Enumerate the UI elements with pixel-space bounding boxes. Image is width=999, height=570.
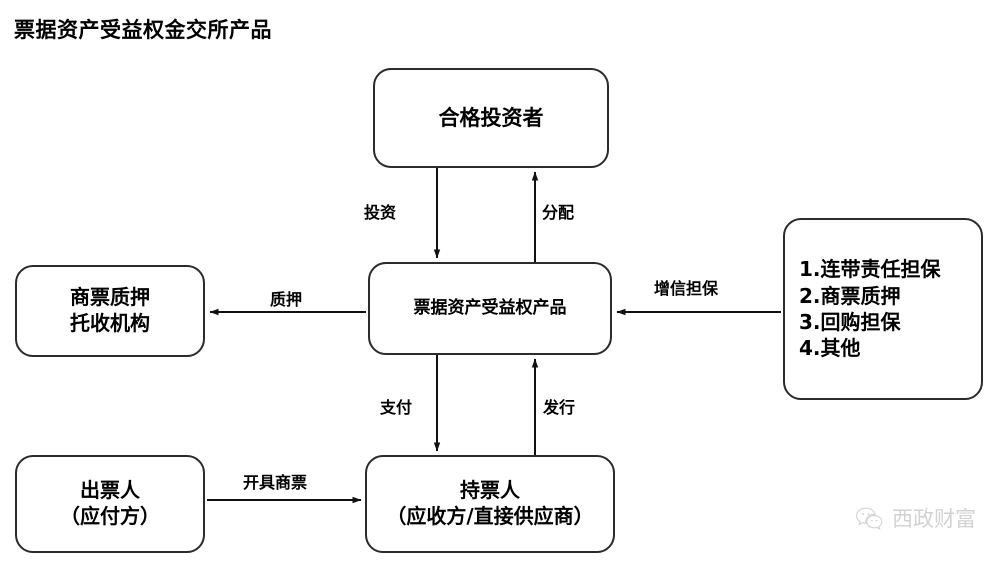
edge-label-issue-bill: 开具商票 [243, 473, 308, 492]
edge-label-payment: 支付 [380, 398, 413, 417]
node-qualified-investor[interactable]: 合格投资者 [373, 68, 609, 168]
edge-label-issue: 发行 [543, 398, 576, 417]
edge-label-credit-enhancement: 增信担保 [654, 279, 719, 298]
node-qualified-investor-label: 合格投资者 [438, 105, 544, 130]
watermark-text: 西政财富 [892, 507, 976, 531]
node-bill-drawer-label: 出票人 （应付方） [60, 478, 160, 528]
node-pledge-collection-agency-label: 商票质押 托收机构 [70, 285, 150, 335]
node-bill-holder[interactable]: 持票人 （应收方/直接供应商） [365, 455, 615, 553]
edge-label-pledge: 质押 [270, 290, 303, 309]
edge-label-invest: 投资 [364, 203, 397, 222]
node-guarantee-measures-list[interactable]: 1.连带责任担保 2.商票质押 3.回购担保 4.其他 [783, 218, 983, 400]
edge-label-distribute: 分配 [542, 203, 575, 222]
node-bill-holder-label: 持票人 （应收方/直接供应商） [386, 478, 594, 528]
wechat-icon [855, 506, 885, 531]
node-pledge-collection-agency[interactable]: 商票质押 托收机构 [15, 265, 205, 357]
node-bill-drawer[interactable]: 出票人 （应付方） [15, 455, 205, 553]
watermark: 西政财富 [855, 503, 976, 533]
node-bill-asset-beneficiary-product[interactable]: 票据资产受益权产品 [368, 262, 612, 355]
node-bill-asset-beneficiary-product-label: 票据资产受益权产品 [413, 297, 567, 318]
node-guarantee-measures-list-label: 1.连带责任担保 2.商票质押 3.回购担保 4.其他 [799, 257, 941, 361]
page-title: 票据资产受益权金交所产品 [14, 18, 272, 42]
